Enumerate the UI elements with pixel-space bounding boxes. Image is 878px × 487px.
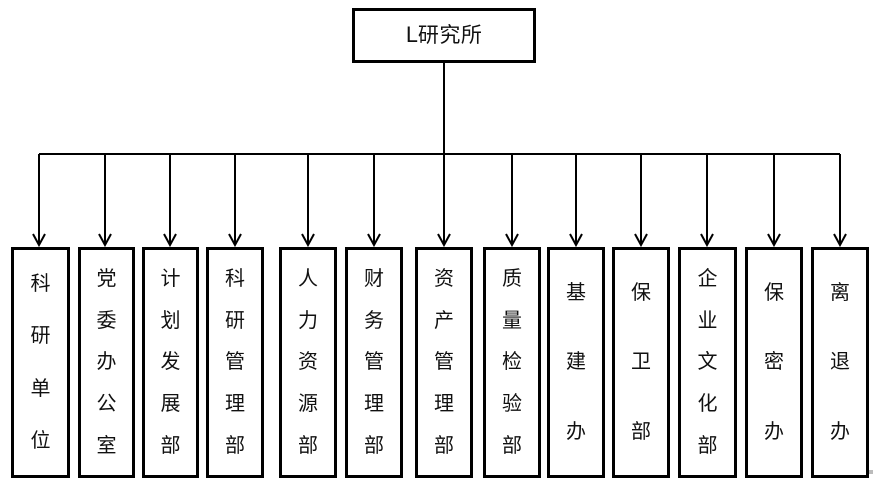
department-label-char: 部 xyxy=(434,433,454,458)
department-label-char: 卫 xyxy=(631,349,651,374)
department-label-char: 科 xyxy=(30,271,51,296)
department-label-char: 源 xyxy=(298,391,318,416)
department-label-char: 建 xyxy=(566,349,586,374)
department-label-char: 部 xyxy=(697,433,718,458)
department-label-char: 人 xyxy=(298,265,318,290)
department-label-char: 化 xyxy=(697,391,718,416)
department-label-char: 管 xyxy=(434,349,454,374)
department-label-char: 企 xyxy=(697,265,718,290)
department-label-char: 文 xyxy=(697,349,718,374)
department-box[interactable]: 基建办 xyxy=(547,247,605,478)
department-box[interactable]: 科研管理部 xyxy=(206,247,264,478)
corner-artifact xyxy=(869,470,873,474)
department-label-char: 务 xyxy=(364,307,384,332)
department-box[interactable]: 财务管理部 xyxy=(345,247,403,478)
department-label-char: 办 xyxy=(764,419,784,444)
department-label-char: 办 xyxy=(830,419,850,444)
department-label-char: 部 xyxy=(631,419,651,444)
department-label-char: 产 xyxy=(434,307,454,332)
department-label-char: 力 xyxy=(298,307,318,332)
department-box[interactable]: 计划发展部 xyxy=(142,247,199,478)
department-label-char: 量 xyxy=(502,307,522,332)
department-label-char: 办 xyxy=(96,349,117,374)
department-label-char: 室 xyxy=(96,433,117,458)
department-label-char: 理 xyxy=(225,391,245,416)
department-label-char: 质 xyxy=(502,265,522,290)
department-label-char: 保 xyxy=(764,279,784,304)
department-label-char: 离 xyxy=(830,279,850,304)
department-label-char: 理 xyxy=(434,391,454,416)
department-label-char: 划 xyxy=(160,307,181,332)
department-label-char: 位 xyxy=(30,427,51,452)
department-label-char: 管 xyxy=(225,349,245,374)
department-box[interactable]: 资产管理部 xyxy=(415,247,473,478)
department-label-char: 管 xyxy=(364,349,384,374)
department-label-char: 单 xyxy=(30,375,51,400)
department-label-char: 发 xyxy=(160,349,181,374)
department-label-char: 财 xyxy=(364,265,384,290)
department-box[interactable]: 企业文化部 xyxy=(678,247,737,478)
department-label-char: 公 xyxy=(96,391,117,416)
department-label-char: 部 xyxy=(502,433,522,458)
department-label-char: 部 xyxy=(298,433,318,458)
department-box[interactable]: 保密办 xyxy=(745,247,803,478)
department-box[interactable]: 离退办 xyxy=(811,247,869,478)
department-label-char: 研 xyxy=(30,323,51,348)
department-label-char: 部 xyxy=(364,433,384,458)
department-label-char: 资 xyxy=(434,265,454,290)
department-box[interactable]: 科研单位 xyxy=(11,247,70,478)
department-label-char: 委 xyxy=(96,307,117,332)
department-box[interactable]: 人力资源部 xyxy=(279,247,337,478)
department-box[interactable]: 质量检验部 xyxy=(483,247,541,478)
department-label-char: 研 xyxy=(225,307,245,332)
department-label-char: 资 xyxy=(298,349,318,374)
department-label-char: 退 xyxy=(830,349,850,374)
department-label-char: 验 xyxy=(502,391,522,416)
department-label-char: 科 xyxy=(225,265,245,290)
department-label-char: 密 xyxy=(764,349,784,374)
root-node[interactable]: L研究所 xyxy=(352,8,536,63)
department-label-char: 基 xyxy=(566,279,586,304)
department-label-char: 办 xyxy=(566,419,586,444)
department-label-char: 党 xyxy=(96,265,117,290)
department-label-char: 计 xyxy=(160,265,181,290)
department-label-char: 保 xyxy=(631,279,651,304)
root-node-label: L研究所 xyxy=(405,23,483,47)
department-box[interactable]: 党委办公室 xyxy=(78,247,135,478)
department-label-char: 业 xyxy=(697,307,718,332)
department-label-char: 检 xyxy=(502,349,522,374)
department-box[interactable]: 保卫部 xyxy=(612,247,670,478)
department-label-char: 展 xyxy=(160,391,181,416)
department-label-char: 部 xyxy=(160,433,181,458)
department-label-char: 理 xyxy=(364,391,384,416)
department-label-char: 部 xyxy=(225,433,245,458)
